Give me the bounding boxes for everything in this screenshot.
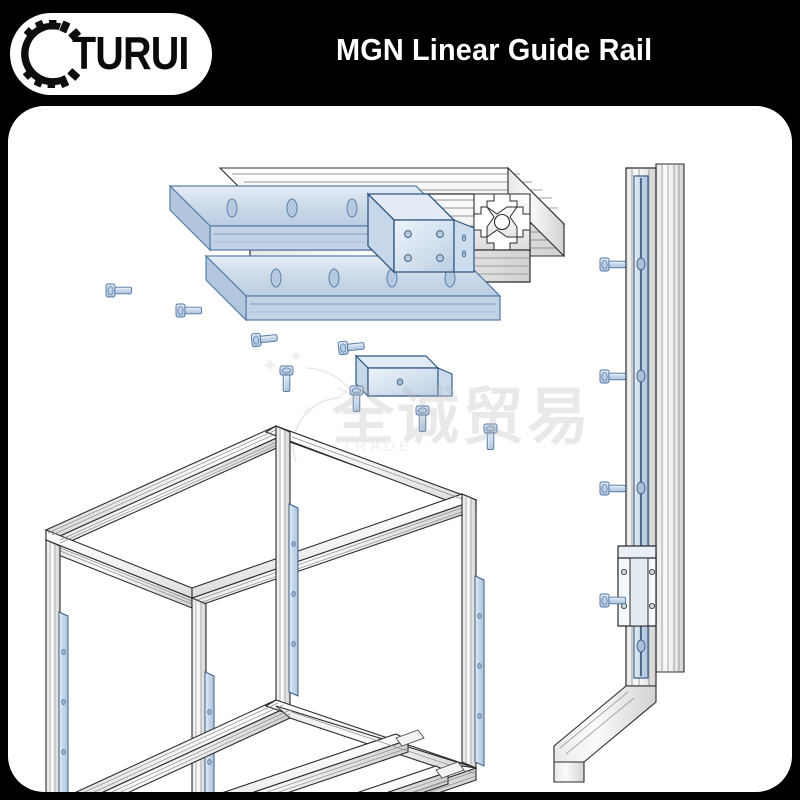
socket-head-screw	[599, 481, 627, 496]
brand-name: TURUI	[72, 26, 189, 79]
gear-icon	[21, 20, 81, 88]
linear-guide-rail-frame-back	[288, 503, 299, 697]
aluminium-extrusion-base-right	[553, 685, 657, 783]
header-bar: TURUI MGN Linear Guide Rail	[0, 0, 800, 105]
figure-vertical-post-assembly	[553, 163, 685, 783]
cube-top-frame-detail	[47, 428, 477, 606]
vertical-post-screws	[599, 257, 627, 724]
carriage-block-lower	[354, 354, 453, 398]
linear-guide-rail-frame-left	[58, 611, 69, 792]
exploded-screws-left	[105, 283, 203, 318]
socket-head-screw	[349, 385, 364, 413]
socket-head-screw	[279, 365, 294, 393]
figure-cube-frame-assembly	[44, 425, 485, 792]
brand-logo: TURUI	[10, 13, 212, 95]
assembly-screws-inline	[250, 330, 366, 356]
socket-head-screw	[337, 338, 366, 356]
socket-head-screw	[175, 303, 203, 318]
extrusion-profile-end	[473, 193, 531, 251]
cube-bottom-frame-detail	[84, 702, 477, 792]
cube-posts-detail	[49, 428, 472, 792]
socket-head-screw	[599, 369, 627, 384]
watermark-arc	[263, 350, 353, 463]
socket-head-screw	[599, 257, 627, 272]
cube-posts	[45, 425, 477, 792]
carriage-block-vertical	[617, 545, 657, 627]
technical-illustration	[44, 163, 685, 792]
socket-head-screw	[483, 423, 498, 451]
figure-exploded-rail-assembly	[105, 166, 566, 451]
socket-head-screw	[415, 405, 430, 433]
socket-head-screw	[105, 283, 133, 298]
socket-head-screw	[250, 330, 279, 348]
illustration-panel: 全诚贸易 TRADE	[8, 106, 792, 792]
aluminium-extrusion-back-column	[655, 163, 685, 673]
cube-bottom-frame	[75, 699, 478, 792]
cube-corner-brackets	[395, 729, 465, 779]
carriage-block-upper	[366, 192, 475, 274]
linear-guide-rail-frame-right	[474, 575, 485, 767]
page-title: MGN Linear Guide Rail	[336, 32, 653, 67]
